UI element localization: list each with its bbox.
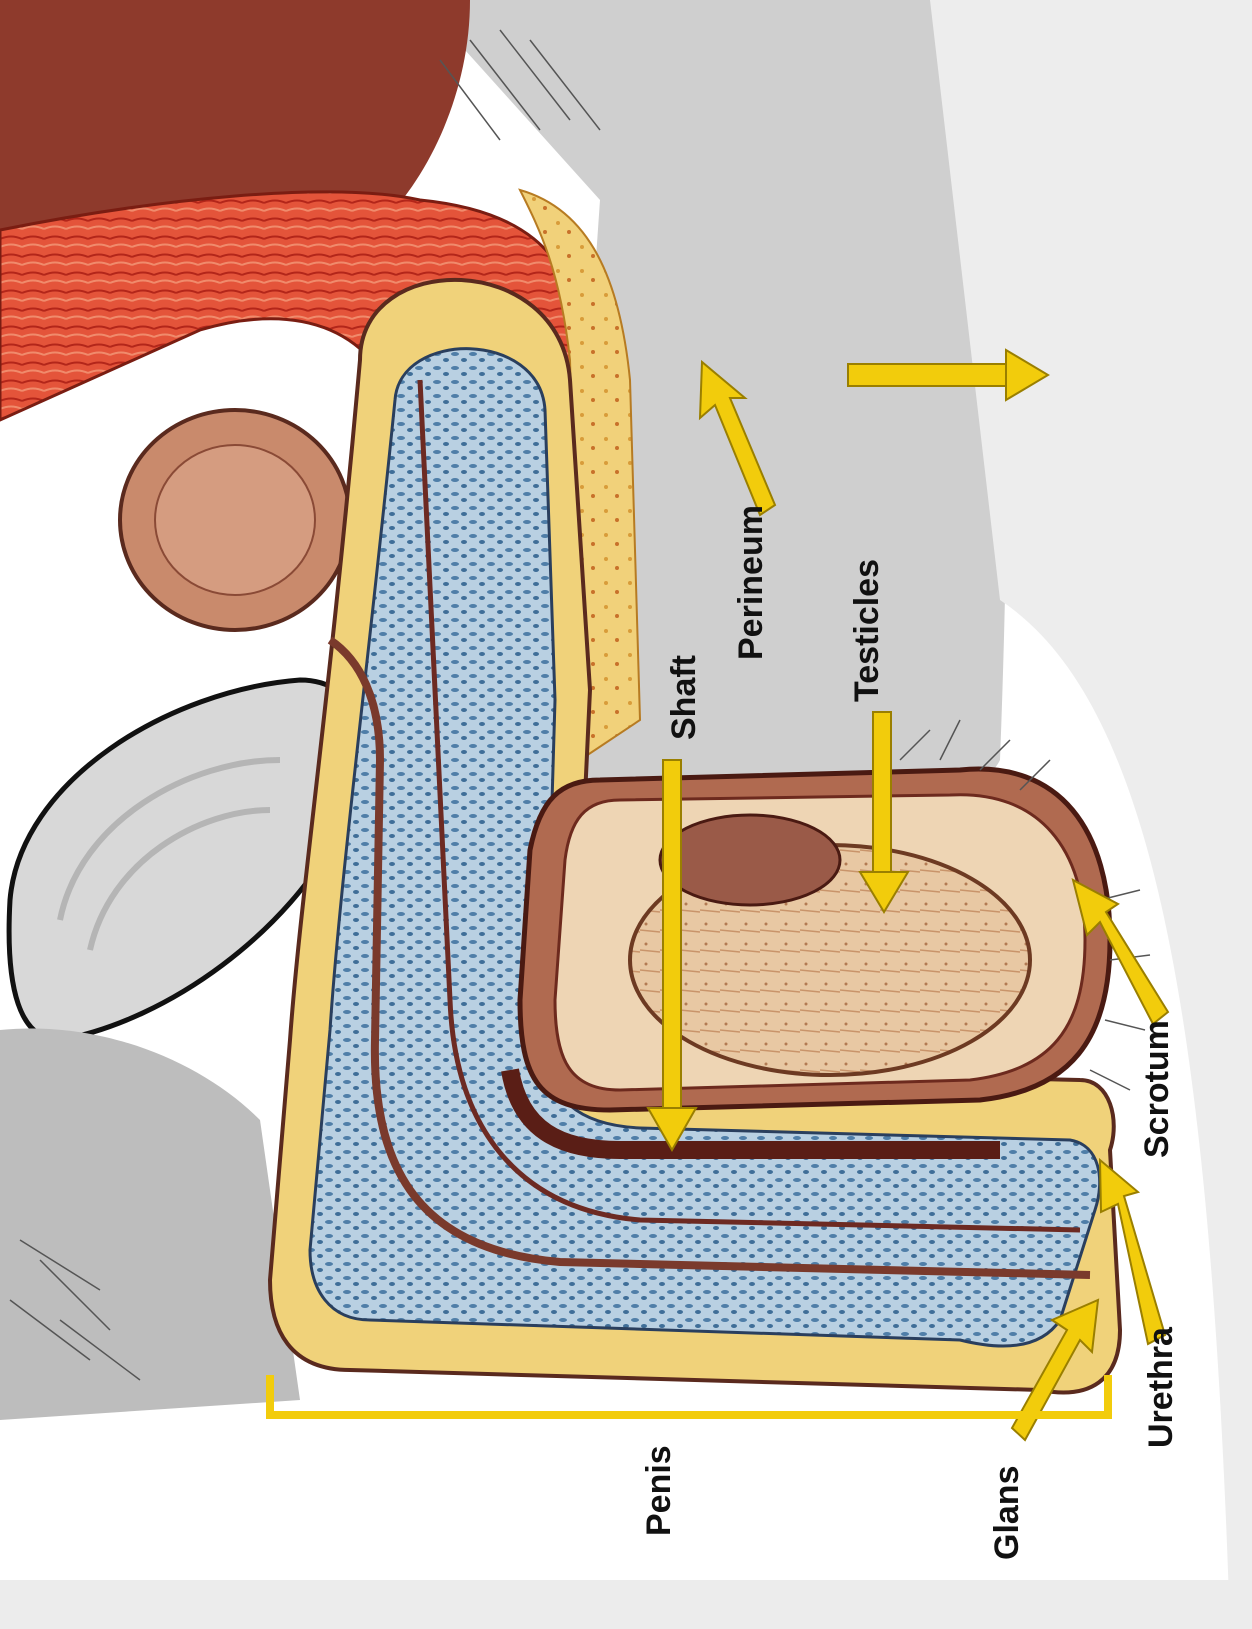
label-scrotum: Scrotum	[1138, 1020, 1176, 1158]
label-glans: Glans	[988, 1466, 1026, 1560]
label-shaft: Shaft	[665, 655, 703, 740]
label-urethra: Urethra	[1142, 1326, 1180, 1448]
label-testicles: Testicles	[848, 559, 886, 702]
epididymis	[660, 815, 840, 905]
bottom-frame	[0, 1580, 1252, 1629]
label-perineum: Perineum	[732, 505, 770, 660]
label-penis: Penis	[640, 1445, 678, 1536]
prostate-inner	[155, 445, 315, 595]
